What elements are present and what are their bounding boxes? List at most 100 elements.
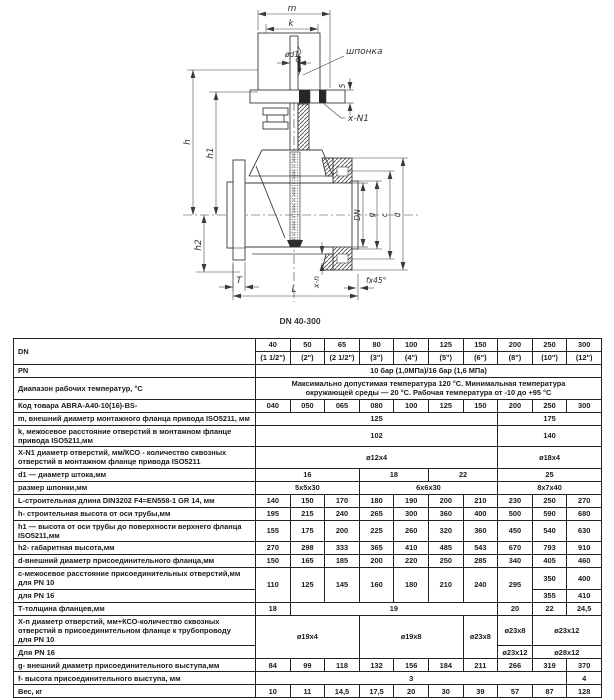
spec-row-label: h- строительная высота от оси трубы,мм [13,506,256,521]
spec-row-label: d-внешний диаметр присоединительного фла… [13,554,256,568]
spec-value-cell: 260 [393,519,429,542]
spec-value-cell: 20 [497,601,533,616]
spec-value-cell: 220 [393,554,429,568]
spec-value-cell: 265 [358,506,395,521]
spec-value-cell: 180 [358,493,395,508]
spec-value-cell: 500 [497,506,533,521]
dim-label-k: k [288,19,294,29]
spec-value-cell: ø18x4 [497,446,602,469]
spec-value-cell: 543 [462,541,499,555]
spec-value-cell: 125 [427,338,464,352]
dim-label-t: T [236,276,243,286]
spec-value-cell: (10") [531,351,568,365]
spec-value-cell: 125 [427,398,464,413]
spec-value-cell: 250 [427,554,464,568]
spec-value-cell: 185 [324,554,360,568]
spec-value-cell: 175 [497,411,602,426]
spec-row-label: Вес, кг [13,684,256,699]
spec-value-cell: 180 [393,567,429,603]
spec-value-cell: 680 [566,506,602,521]
spec-value-cell: 99 [289,658,326,673]
dim-label-g: g [367,212,376,217]
spec-value-cell: 20 [393,684,429,699]
spec-value-cell: 140 [497,424,602,447]
spec-value-cell: 145 [324,567,360,603]
spec-value-cell: 150 [462,338,499,352]
spec-value-cell: 300 [566,398,602,413]
spec-value-cell: 300 [393,506,429,521]
spec-value-cell: 22 [427,467,499,482]
spec-value-cell: 410 [393,541,429,555]
spec-value-cell: 630 [566,519,602,542]
spec-table-row: d-внешний диаметр присоединительного фла… [13,554,602,568]
spec-value-cell: 80 [358,338,395,352]
spec-value-cell: 200 [497,338,533,352]
dim-label-d1: ød1 [284,50,299,59]
spec-table-row: m, внешний диаметр монтажного фланца при… [13,411,602,426]
spec-value-cell: 125 [289,567,326,603]
dim-label-d: d [393,212,402,217]
spec-row-label: Т-толщина фланцев,мм [13,601,256,616]
spec-value-cell: 195 [255,506,291,521]
spec-row-label: g- внешний диаметр присоединительного вы… [13,658,256,673]
spec-value-cell: 250 [531,493,568,508]
spec-value-cell: (2 1/2") [324,351,360,365]
spec-value-cell: (2") [289,351,326,365]
spec-value-cell: 17,5 [358,684,395,699]
spec-value-cell: ø23x8 [497,614,533,647]
spec-value-cell: 050 [289,398,326,413]
spec-value-cell: 240 [324,506,360,521]
spec-value-cell: 400 [566,567,602,590]
spec-value-cell: Максимально допустимая температура 120 °… [255,377,602,400]
spec-table-row: f- высота присоединительного выступа, мм… [13,671,602,686]
valve-technical-drawing: m k ød1 шпонка 5 x-N1 h h1 h2 DN g c d T… [0,0,614,334]
spec-value-cell: 8x7x40 [497,480,602,495]
spec-row-label: L-строительная длина DIN3202 F4=EN558-1 … [13,493,256,508]
spec-value-cell: 4 [566,671,602,686]
spec-value-cell: 360 [462,519,499,542]
spec-value-cell: 128 [566,684,602,699]
spec-table-row: g- внешний диаметр присоединительного вы… [13,658,602,673]
spec-row-label: h2- габаритная высота,мм [13,541,256,555]
spec-value-cell: 285 [462,554,499,568]
spec-row-label: DN [13,338,256,365]
spec-value-cell: 100 [393,338,429,352]
spec-value-cell: 50 [289,338,326,352]
spec-value-cell: 14,5 [324,684,360,699]
spec-value-cell: 540 [531,519,568,542]
spec-table-row: X-N1 диаметр отверстий, мм/КСО - количес… [13,446,602,469]
spec-value-cell: 156 [393,658,429,673]
spec-value-cell: ø12x4 [254,446,499,469]
spec-row-label: размер шпонки,мм [13,480,256,495]
spec-value-cell: 150 [462,398,499,413]
spec-value-cell: 350 [531,567,568,590]
spec-value-cell: (6") [462,351,499,365]
spec-value-cell: 340 [497,554,533,568]
dim-label-h2: h2 [194,239,204,251]
spec-value-cell: 18 [358,467,429,482]
spec-value-cell: 190 [393,493,429,508]
spec-value-cell: 225 [358,519,395,542]
spec-value-cell: 150 [289,493,326,508]
dim-label-dn: DN [353,209,362,221]
spec-value-cell: 360 [427,506,464,521]
spec-value-cell: 333 [324,541,360,555]
spec-value-cell: ø23x12 [497,645,533,660]
spec-value-cell: 200 [324,519,360,542]
spec-row-label: Диапазон рабочих температур, °C [13,377,256,400]
spec-value-cell: (4") [393,351,429,365]
spec-value-cell: 165 [289,554,326,568]
spec-value-cell: 200 [497,398,533,413]
spec-row-label: f- высота присоединительного выступа, мм [13,671,256,686]
spec-row-label: PN [13,364,256,378]
spec-row-label: Код товара ABRA-A40-10(16)-BS- [13,398,256,413]
